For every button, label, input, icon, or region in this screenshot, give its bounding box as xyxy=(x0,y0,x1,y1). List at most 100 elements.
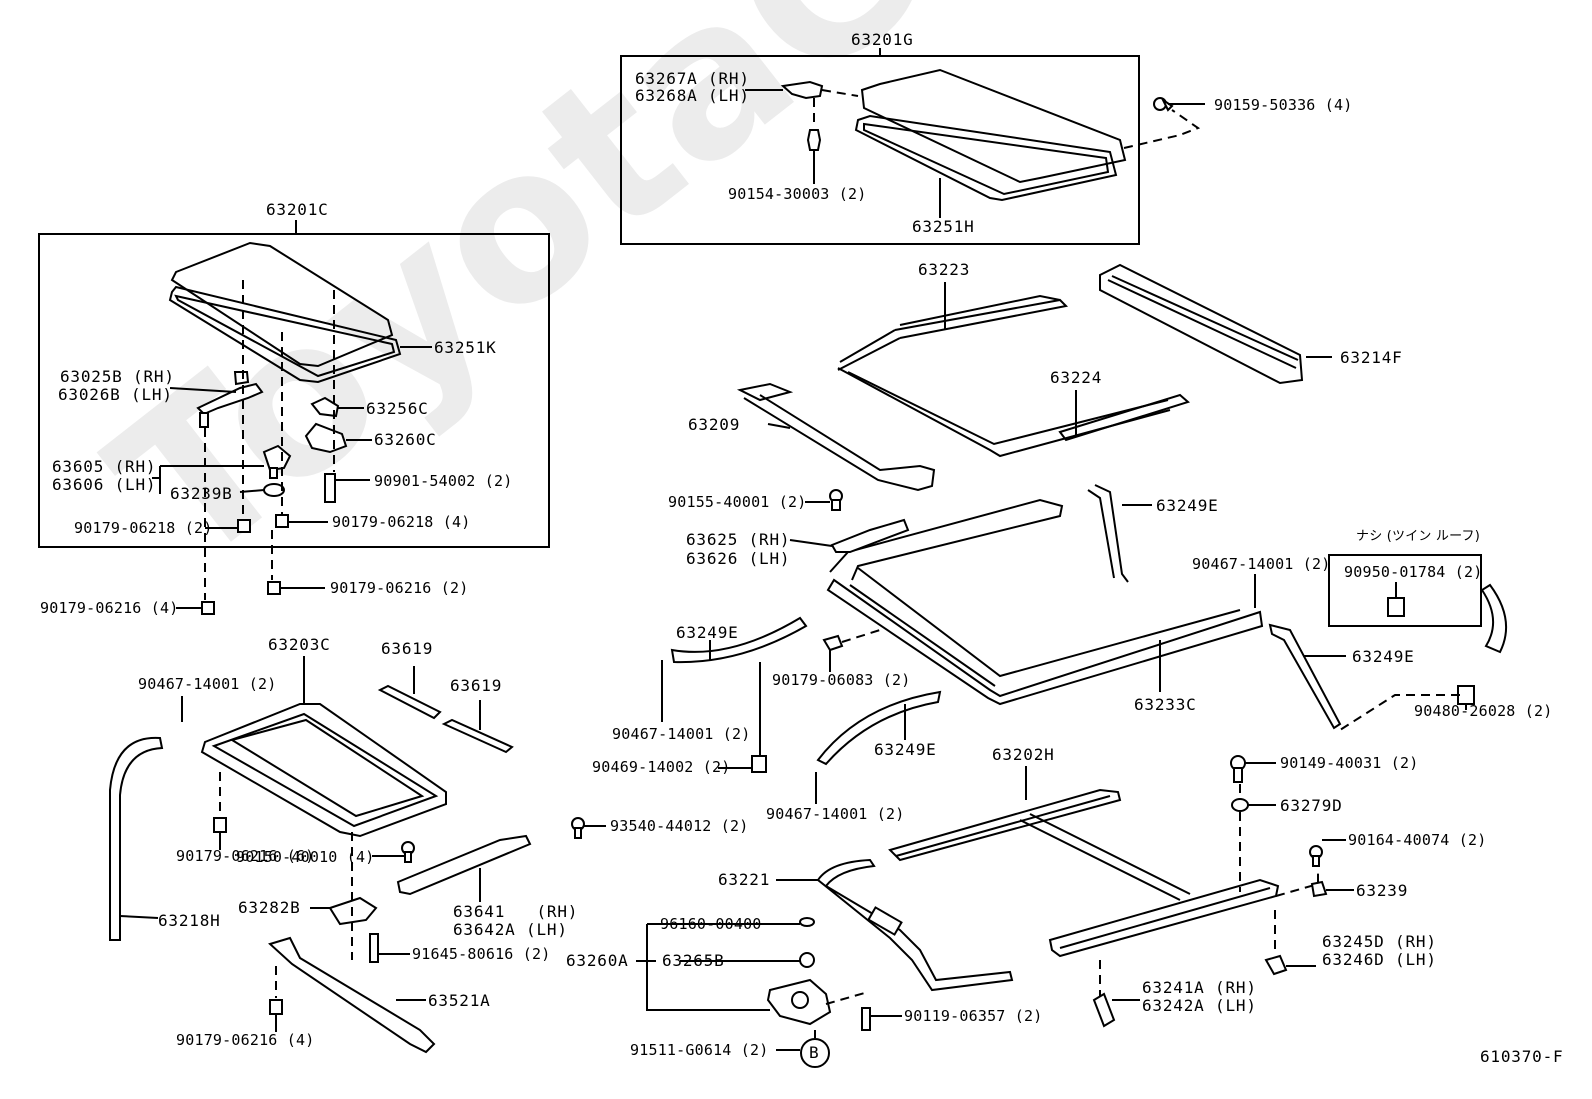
part-label-63239[interactable]: 63239 xyxy=(1356,881,1409,900)
part-label-63233c[interactable]: 63233C xyxy=(1134,695,1197,714)
part-label-63279d[interactable]: 63279D xyxy=(1280,796,1343,815)
nut-90179-06216-2 xyxy=(267,581,281,595)
part-label-91511-g0614[interactable]: 91511-G0614 (2) xyxy=(630,1041,769,1059)
part-label-90469-14002[interactable]: 90469-14002 (2) xyxy=(592,758,731,776)
part-label-63221[interactable]: 63221 xyxy=(718,870,771,889)
part-label-63251h[interactable]: 63251H xyxy=(912,217,975,236)
part-label-90901-54002[interactable]: 90901-54002 (2) xyxy=(374,472,513,490)
screw-90159 xyxy=(1153,97,1174,112)
part-label-63025b[interactable]: 63025B (RH) xyxy=(60,367,175,386)
part-label-90179-06216-4b[interactable]: 90179-06216 (4) xyxy=(176,1031,315,1049)
part-label-90179-06216-4a[interactable]: 90179-06216 (4) xyxy=(40,599,179,617)
part-label-63267a[interactable]: 63267A (RH) xyxy=(635,69,750,88)
part-label-96160-00400[interactable]: 96160-00400 xyxy=(660,915,762,933)
part-label-63282b[interactable]: 63282B xyxy=(238,898,301,917)
part-label-90159-50336[interactable]: 90159-50336 (4) xyxy=(1214,96,1353,114)
part-label-63249e-top[interactable]: 63249E xyxy=(1156,496,1219,515)
part-label-63521a[interactable]: 63521A xyxy=(428,991,491,1010)
guide-63245d xyxy=(1264,954,1288,976)
part-label-63268a[interactable]: 63268A (LH) xyxy=(635,86,750,105)
part-label-90179-06216-2[interactable]: 90179-06216 (2) xyxy=(330,579,469,597)
part-label-90154-30003[interactable]: 90154-30003 (2) xyxy=(728,185,867,203)
nut-90179-06216-4b xyxy=(269,999,283,1015)
washer-63279d xyxy=(1231,798,1249,812)
part-label-63265b[interactable]: 63265B xyxy=(662,951,725,970)
part-label-63026b[interactable]: 63026B (LH) xyxy=(58,385,173,404)
grommet-90950 xyxy=(1387,597,1405,617)
washer-96160 xyxy=(799,917,815,927)
part-label-63201g[interactable]: 63201G xyxy=(851,30,914,49)
leader-lines xyxy=(119,48,1467,1051)
part-label-90119-06357[interactable]: 90119-06357 (2) xyxy=(904,1007,1043,1025)
part-label-90179-06218-4[interactable]: 90179-06218 (4) xyxy=(332,513,471,531)
bolt-90150 xyxy=(401,841,415,863)
part-label-90950-01784[interactable]: 90950-01784 (2) xyxy=(1344,563,1483,581)
figure-code: 610370-F xyxy=(1480,1047,1564,1066)
part-label-63260a[interactable]: 63260A xyxy=(566,951,629,970)
part-label-90467-14001-a[interactable]: 90467-14001 (2) xyxy=(1192,555,1331,573)
drain-hose-63249e-left xyxy=(670,616,808,664)
part-label-90480-26028[interactable]: 90480-26028 (2) xyxy=(1414,702,1553,720)
part-label-90467-14001-c[interactable]: 90467-14001 (2) xyxy=(612,725,751,743)
cable-63221 xyxy=(816,858,1014,992)
drain-hose-63249e-right xyxy=(1268,623,1342,730)
part-label-63605[interactable]: 63605 (RH) xyxy=(52,457,157,476)
rail-assembly-63202h xyxy=(888,788,1280,958)
part-label-63260c[interactable]: 63260C xyxy=(374,430,437,449)
part-label-63214f[interactable]: 63214F xyxy=(1340,348,1403,367)
nut-90179-06216-4a xyxy=(201,601,215,615)
part-label-63239b[interactable]: 63239B xyxy=(170,484,233,503)
part-label-63245d[interactable]: 63245D (RH) xyxy=(1322,932,1437,951)
part-label-63619-b[interactable]: 63619 xyxy=(450,676,503,695)
part-label-90179-06083[interactable]: 90179-06083 (2) xyxy=(772,671,911,689)
part-label-63619-a[interactable]: 63619 xyxy=(381,639,434,658)
clip-63239 xyxy=(1310,880,1328,898)
part-label-63641[interactable]: 63641 (RH) xyxy=(453,902,579,921)
part-label-63625[interactable]: 63625 (RH) xyxy=(686,530,791,549)
part-label-90179-06216-6[interactable]: 90179-06216 (6) xyxy=(176,847,315,865)
arrow-icon xyxy=(1480,583,1507,654)
part-label-63642a[interactable]: 63642A (LH) xyxy=(453,920,568,939)
link-63605 xyxy=(262,444,292,479)
part-label-63251k[interactable]: 63251K xyxy=(434,338,497,357)
part-label-63241a[interactable]: 63241A (RH) xyxy=(1142,978,1257,997)
clip-90469 xyxy=(751,755,767,773)
part-label-63249e-right[interactable]: 63249E xyxy=(1352,647,1415,666)
part-label-63626[interactable]: 63626 (LH) xyxy=(686,549,791,568)
screw-90155 xyxy=(829,489,843,511)
screw-90154 xyxy=(806,129,822,151)
seal-63619-a xyxy=(377,684,442,720)
group-box-twin-roof xyxy=(1328,554,1482,627)
part-label-90179-06218-2[interactable]: 90179-06218 (2) xyxy=(74,519,213,537)
part-label-63218h[interactable]: 63218H xyxy=(158,911,221,930)
frame-63223-63224 xyxy=(837,294,1191,458)
part-label-90467-14001-d[interactable]: 90467-14001 (2) xyxy=(766,805,905,823)
part-label-90150-40010[interactable]: 90150-40010 (4) xyxy=(236,848,375,866)
clip-90179-06083 xyxy=(822,634,844,652)
rail-63214f xyxy=(1099,263,1304,385)
part-label-63606[interactable]: 63606 (LH) xyxy=(52,475,157,494)
part-label-63209[interactable]: 63209 xyxy=(688,415,741,434)
bracket-63256c xyxy=(310,396,340,418)
part-label-63246d[interactable]: 63246D (LH) xyxy=(1322,950,1437,969)
part-label-63242a[interactable]: 63242A (LH) xyxy=(1142,996,1257,1015)
bracket-63260c xyxy=(304,422,348,454)
part-label-63256c[interactable]: 63256C xyxy=(366,399,429,418)
part-label-63202h[interactable]: 63202H xyxy=(992,745,1055,764)
part-label-63224[interactable]: 63224 xyxy=(1050,368,1103,387)
part-label-63223[interactable]: 63223 xyxy=(918,260,971,279)
part-label-90149-40031[interactable]: 90149-40031 (2) xyxy=(1280,754,1419,772)
part-label-90155-40001[interactable]: 90155-40001 (2) xyxy=(668,493,807,511)
part-label-90467-14001-b[interactable]: 90467-14001 (2) xyxy=(138,675,277,693)
part-label-63203c[interactable]: 63203C xyxy=(268,635,331,654)
part-label-63201c[interactable]: 63201C xyxy=(266,200,329,219)
part-label-90164-40074[interactable]: 90164-40074 (2) xyxy=(1348,831,1487,849)
part-label-63249e-left[interactable]: 63249E xyxy=(676,623,739,642)
bolt-91645 xyxy=(369,933,379,963)
drain-hose-63249e-top xyxy=(1087,484,1129,583)
part-label-93540-44012[interactable]: 93540-44012 (2) xyxy=(610,817,749,835)
part-label-63249e-bottom[interactable]: 63249E xyxy=(874,740,937,759)
part-label-91645-80616[interactable]: 91645-80616 (2) xyxy=(412,945,551,963)
